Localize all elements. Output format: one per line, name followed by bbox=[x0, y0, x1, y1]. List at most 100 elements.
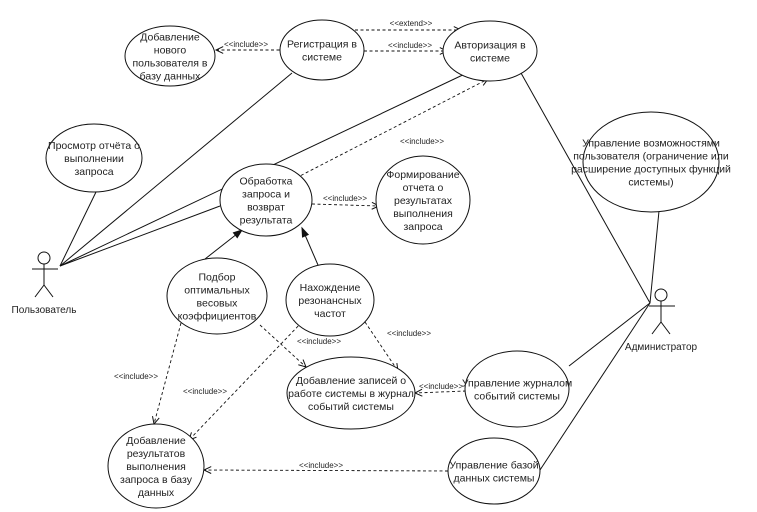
use-case-ellipse bbox=[447, 437, 541, 505]
use-case-label: Управление базой bbox=[449, 460, 538, 472]
include-label: <<include>> bbox=[297, 337, 341, 346]
use-case-ellipse bbox=[285, 263, 375, 337]
relationship-association bbox=[520, 72, 651, 304]
include-line bbox=[153, 322, 182, 425]
relationship-generalization bbox=[204, 229, 244, 260]
stick-figure-icon bbox=[32, 251, 58, 298]
include-line bbox=[364, 321, 399, 372]
include-line bbox=[414, 390, 467, 394]
include-label: <<include>> bbox=[388, 41, 432, 50]
include-label: <<include>> bbox=[419, 382, 463, 391]
use-case-label: оптимальных bbox=[184, 285, 250, 297]
use-case-ellipse bbox=[375, 155, 471, 245]
use-case-ellipse bbox=[582, 111, 720, 213]
use-case-label: Нахождение bbox=[300, 282, 361, 294]
include-line bbox=[295, 78, 489, 179]
use-case-label: работе системы в журнал bbox=[288, 388, 414, 400]
actor-name: Администратор bbox=[625, 342, 698, 353]
use-case-ellipse bbox=[107, 423, 205, 509]
include-label: <<include>> bbox=[114, 372, 158, 381]
use-case-ellipse bbox=[464, 350, 570, 428]
relationship-association bbox=[59, 205, 221, 267]
use-case-label: системе bbox=[470, 53, 510, 65]
use-case-ellipse bbox=[45, 123, 143, 193]
association-line bbox=[59, 191, 97, 267]
association-line bbox=[539, 302, 651, 471]
use-case-label: пользователя в bbox=[133, 58, 208, 70]
relationship-association bbox=[59, 72, 293, 267]
use-case-label: пользователя (ограничение или bbox=[573, 151, 729, 163]
actor-admin[interactable]: Администратор bbox=[625, 288, 698, 353]
use-case-label: отчета о bbox=[403, 182, 444, 194]
relationship-association bbox=[568, 302, 651, 367]
use-case-label: расширение доступных функций bbox=[571, 164, 731, 176]
use-case-label: Добавление bbox=[126, 435, 186, 447]
use-case-label: резонансных bbox=[298, 295, 362, 307]
actor-name: Пользователь bbox=[12, 305, 77, 316]
include-label: <<include>> bbox=[387, 329, 431, 338]
use-case-label: Управление возможностями bbox=[582, 138, 720, 150]
association-line bbox=[649, 210, 660, 304]
use-case-label: нового bbox=[154, 45, 187, 57]
relationship-generalization bbox=[301, 226, 319, 266]
stick-figure-icon bbox=[649, 288, 675, 335]
use-case-label: событий системы bbox=[474, 391, 560, 403]
use-case-label: системе bbox=[302, 52, 342, 64]
use-case-label: весовых bbox=[197, 298, 239, 310]
actor-user[interactable]: Пользователь bbox=[12, 251, 77, 316]
relationship-include bbox=[295, 78, 490, 179]
use-case-label: выполнения bbox=[126, 461, 186, 473]
use-case-label: Добавление bbox=[140, 32, 200, 44]
use-case-ellipse bbox=[279, 19, 365, 81]
relationship-include bbox=[214, 46, 285, 54]
open-arrow-icon bbox=[152, 416, 160, 426]
use-case-label: Регистрация в bbox=[287, 39, 357, 51]
use-case-label: системы) bbox=[628, 177, 673, 189]
use-case-label: Авторизация в bbox=[454, 40, 526, 52]
association-line bbox=[59, 205, 221, 267]
use-case-label: Добавление записей о bbox=[296, 375, 406, 387]
arrow-head-icon bbox=[301, 226, 310, 238]
open-arrow-icon bbox=[214, 46, 224, 54]
labels-layer: <<include>> <<extend>> <<include>> <<includ… bbox=[114, 19, 463, 470]
relationship-association bbox=[539, 302, 651, 471]
relationship-include bbox=[188, 321, 303, 441]
include-label: <<include>> bbox=[400, 137, 444, 146]
association-line bbox=[568, 302, 651, 367]
use-case-label: результатов bbox=[127, 448, 186, 460]
use-case-label: результатах bbox=[394, 195, 453, 207]
include-line bbox=[311, 203, 380, 207]
use-case-label: Подбор bbox=[199, 272, 236, 284]
extend-label: <<extend>> bbox=[390, 19, 433, 28]
use-case-ellipse bbox=[219, 163, 313, 237]
use-case-label: Просмотр отчёта о bbox=[48, 140, 140, 152]
use-case-label: запроса и bbox=[242, 189, 290, 201]
use-case-label: запроса bbox=[403, 221, 442, 233]
use-case-label: результата bbox=[240, 215, 293, 227]
use-case-label: Управление журналом bbox=[462, 378, 572, 390]
use-case-label: базу данных bbox=[140, 71, 201, 83]
use-case-label: событий системы bbox=[308, 401, 394, 413]
use-case-ellipse bbox=[286, 356, 416, 430]
use-case-ellipse bbox=[166, 257, 268, 335]
relationship-association bbox=[649, 210, 660, 304]
use-case-label: коэффициентов bbox=[178, 311, 257, 323]
include-label: <<include>> bbox=[224, 40, 268, 49]
use-case-label: Обработка bbox=[240, 176, 293, 188]
include-label: <<include>> bbox=[183, 387, 227, 396]
